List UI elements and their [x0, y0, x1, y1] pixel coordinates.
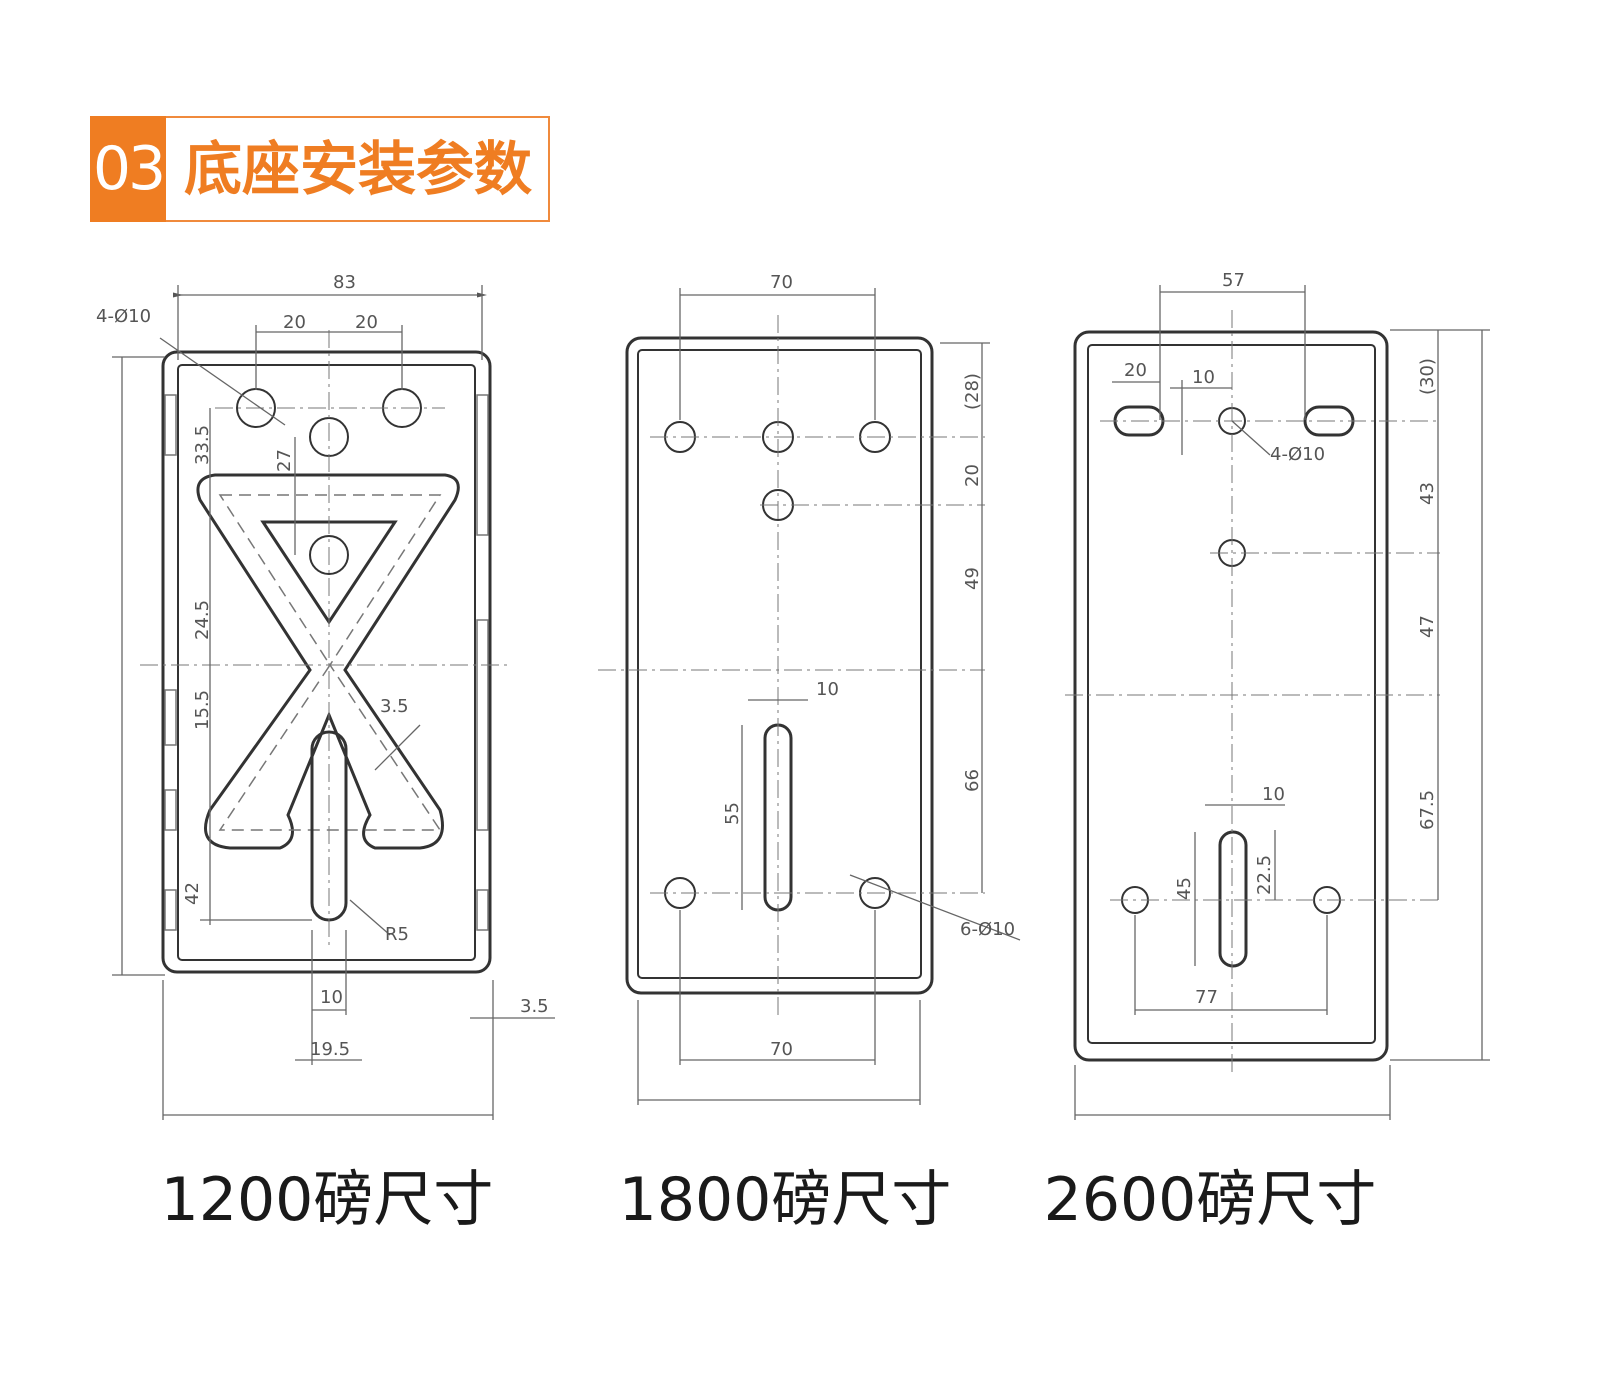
dim-label: 33.5: [192, 425, 213, 465]
dim-label: 55: [722, 802, 743, 825]
dim-label: 45: [1174, 877, 1195, 900]
base-plate-inner: [637, 349, 922, 979]
dim-label: 49: [962, 567, 983, 590]
dim-label: 66: [962, 769, 983, 792]
center-lines: [140, 330, 510, 950]
dim-label: 10: [816, 679, 839, 700]
dim-label: (30): [1417, 358, 1438, 395]
dim-label: 10: [1262, 784, 1285, 805]
dim-label: 4-Ø10: [1270, 444, 1325, 465]
caption-1200: 1200磅尺寸: [160, 1165, 494, 1235]
caption-1800: 1800磅尺寸: [618, 1165, 952, 1235]
dim-label: 83: [333, 272, 356, 293]
drawing-2600: 57 20 10 4-Ø10 (30) 43 47 67.5 10 45 22.…: [1065, 270, 1490, 1120]
mount-hole: [309, 535, 349, 575]
base-plate-outline: [625, 336, 934, 995]
dim-label: 42: [182, 882, 203, 905]
section-number: 03: [90, 116, 166, 222]
dimension-lines: [637, 288, 1021, 1105]
dim-label: 24.5: [192, 600, 213, 640]
groove-centerline: [218, 494, 442, 831]
base-plate-outline: [161, 350, 492, 974]
dim-label: 3.5: [520, 996, 549, 1017]
dim-label: 10: [320, 987, 343, 1008]
caption-2600: 2600磅尺寸: [1043, 1165, 1377, 1235]
dim-label: 20: [962, 464, 983, 487]
adjust-slot: [1218, 830, 1248, 968]
dim-label: 20: [283, 312, 306, 333]
dim-label: 10: [1192, 367, 1215, 388]
section-header: 03 底座安装参数: [90, 116, 550, 222]
dim-label: 67.5: [1417, 790, 1438, 830]
base-plate-inner: [177, 364, 476, 961]
dimension-lines: [112, 285, 555, 1120]
dim-label: 15.5: [192, 690, 213, 730]
center-lines: [1065, 310, 1440, 1075]
dim-label: 6-Ø10: [960, 919, 1015, 940]
dim-label: 3.5: [380, 696, 409, 717]
x-shaped-groove: [196, 473, 460, 850]
dim-label: (28): [962, 373, 983, 410]
dim-label: 70: [770, 272, 793, 293]
dim-label: 70: [770, 1039, 793, 1060]
drawing-1200: 83 20 20 4-Ø10 33.5 27 24.5 15.5 42 R5 3…: [96, 272, 555, 1120]
base-plate-outline: [1073, 330, 1389, 1062]
center-lines: [598, 315, 985, 1015]
dimension-lines: [1074, 285, 1490, 1120]
dim-label: 27: [274, 449, 295, 472]
dim-label: 20: [355, 312, 378, 333]
dim-label: R5: [385, 924, 409, 945]
dim-label: 43: [1417, 482, 1438, 505]
wall-hatching: [164, 394, 489, 931]
dim-label: 4-Ø10: [96, 306, 151, 327]
dim-label: 19.5: [310, 1039, 350, 1060]
dim-label: 77: [1195, 987, 1218, 1008]
drawing-1800: 70 70 (28) 20 49 66 10 55 6-Ø10: [598, 272, 1021, 1105]
dim-label: 57: [1222, 270, 1245, 291]
section-title: 底座安装参数: [184, 135, 533, 203]
dim-label: 20: [1124, 360, 1147, 381]
dim-label: 22.5: [1254, 855, 1275, 895]
dim-label: 47: [1417, 615, 1438, 638]
